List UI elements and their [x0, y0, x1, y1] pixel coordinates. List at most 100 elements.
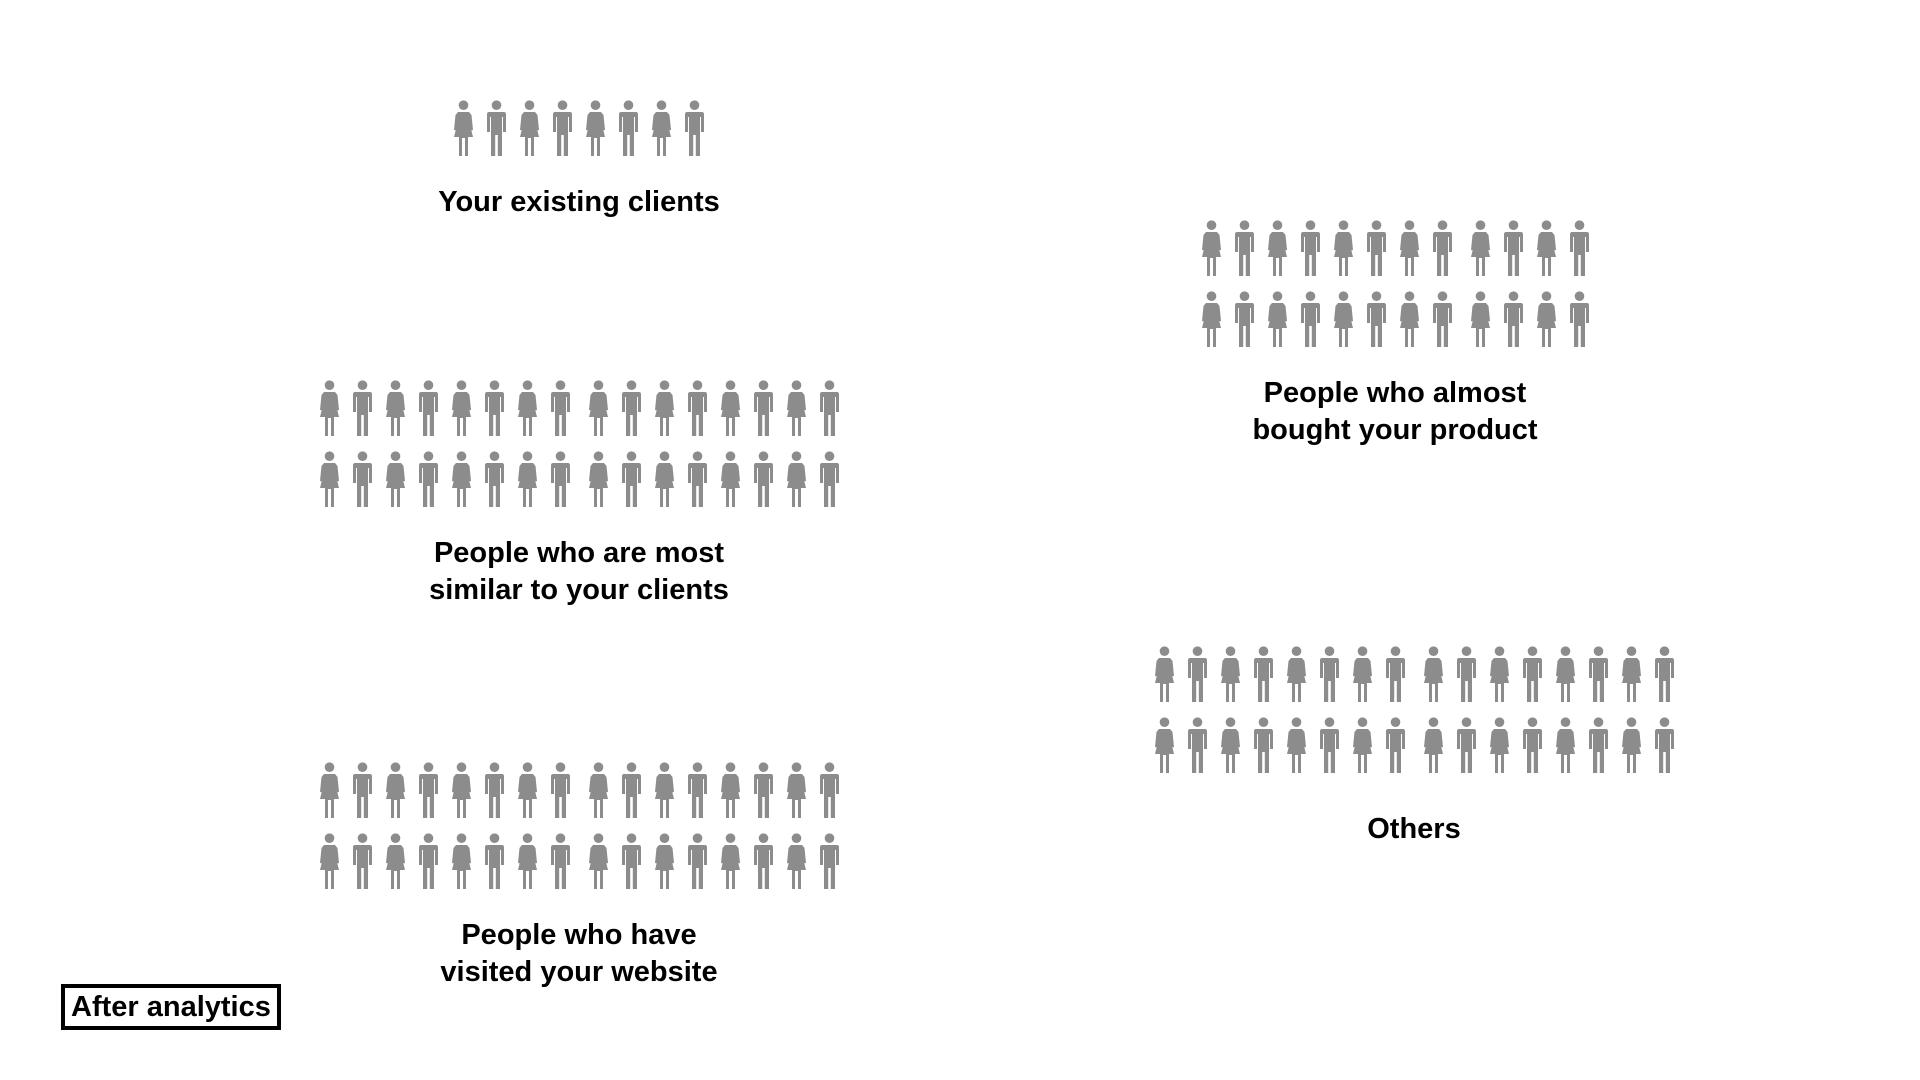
woman-icon: [786, 380, 806, 436]
woman-icon: [1352, 646, 1372, 702]
man-icon: [1187, 717, 1207, 773]
group-existing-clients: Your existing clients: [431, 100, 727, 221]
man-icon: [1366, 220, 1386, 276]
man-icon: [1522, 646, 1542, 702]
man-icon: [753, 762, 773, 818]
man-icon: [487, 100, 506, 156]
man-icon: [550, 833, 570, 889]
woman-icon: [1621, 717, 1641, 773]
woman-icon: [517, 833, 537, 889]
man-icon: [819, 380, 839, 436]
man-icon: [1588, 717, 1608, 773]
woman-icon: [385, 380, 405, 436]
figure-row: [447, 100, 711, 156]
man-icon: [484, 380, 504, 436]
woman-icon: [385, 762, 405, 818]
woman-icon: [1154, 646, 1174, 702]
man-icon: [484, 762, 504, 818]
woman-icon: [517, 380, 537, 436]
woman-icon: [1621, 646, 1641, 702]
man-icon: [687, 380, 707, 436]
man-icon: [1569, 291, 1589, 347]
woman-icon: [654, 833, 674, 889]
man-icon: [550, 380, 570, 436]
man-icon: [484, 833, 504, 889]
woman-icon: [1220, 717, 1240, 773]
group-label: People who almost bought your product: [1252, 375, 1537, 449]
man-icon: [1503, 291, 1523, 347]
man-icon: [1234, 291, 1254, 347]
man-icon: [1187, 646, 1207, 702]
woman-icon: [720, 762, 740, 818]
man-icon: [621, 451, 641, 507]
figure-grid: [447, 100, 711, 156]
man-icon: [418, 833, 438, 889]
group-label: Your existing clients: [438, 184, 719, 221]
man-icon: [1300, 291, 1320, 347]
group-almost-bought: People who almost bought your product: [1145, 220, 1645, 449]
woman-icon: [1555, 717, 1575, 773]
woman-icon: [586, 100, 605, 156]
woman-icon: [588, 380, 608, 436]
man-icon: [753, 833, 773, 889]
after-analytics-tag: After analytics: [61, 984, 281, 1030]
woman-icon: [454, 100, 473, 156]
man-icon: [1654, 646, 1674, 702]
man-icon: [687, 833, 707, 889]
woman-icon: [786, 762, 806, 818]
man-icon: [418, 451, 438, 507]
man-icon: [1569, 220, 1589, 276]
woman-icon: [1536, 291, 1556, 347]
woman-icon: [654, 380, 674, 436]
man-icon: [418, 380, 438, 436]
man-icon: [1385, 717, 1405, 773]
woman-icon: [1201, 291, 1221, 347]
woman-icon: [588, 833, 608, 889]
man-icon: [1366, 291, 1386, 347]
woman-icon: [654, 762, 674, 818]
woman-icon: [588, 762, 608, 818]
man-icon: [621, 380, 641, 436]
woman-icon: [520, 100, 539, 156]
man-icon: [1522, 717, 1542, 773]
woman-icon: [1423, 646, 1443, 702]
figure-row: [313, 833, 846, 889]
figure-grid: [1195, 220, 1596, 347]
man-icon: [1319, 646, 1339, 702]
man-icon: [1432, 291, 1452, 347]
woman-icon: [1399, 291, 1419, 347]
woman-icon: [1154, 717, 1174, 773]
man-icon: [753, 451, 773, 507]
man-icon: [1503, 220, 1523, 276]
figure-row: [313, 380, 846, 436]
man-icon: [1456, 717, 1476, 773]
woman-icon: [451, 833, 471, 889]
woman-icon: [1267, 291, 1287, 347]
man-icon: [1253, 717, 1273, 773]
group-label-line: similar to your clients: [429, 574, 729, 606]
woman-icon: [1489, 717, 1509, 773]
group-label: Others: [1367, 811, 1460, 848]
woman-icon: [1333, 291, 1353, 347]
woman-icon: [1489, 646, 1509, 702]
woman-icon: [1399, 220, 1419, 276]
woman-icon: [319, 380, 339, 436]
man-icon: [1456, 646, 1476, 702]
man-icon: [418, 762, 438, 818]
group-label-line: People who almost: [1263, 377, 1527, 409]
woman-icon: [319, 762, 339, 818]
woman-icon: [720, 833, 740, 889]
woman-icon: [786, 833, 806, 889]
man-icon: [687, 762, 707, 818]
man-icon: [352, 451, 372, 507]
man-icon: [553, 100, 572, 156]
man-icon: [352, 380, 372, 436]
man-icon: [621, 833, 641, 889]
figure-row: [1148, 646, 1681, 702]
woman-icon: [786, 451, 806, 507]
group-label-line: People who are most: [433, 537, 725, 569]
man-icon: [1654, 717, 1674, 773]
woman-icon: [1220, 646, 1240, 702]
woman-icon: [588, 451, 608, 507]
figure-row: [1195, 220, 1596, 276]
